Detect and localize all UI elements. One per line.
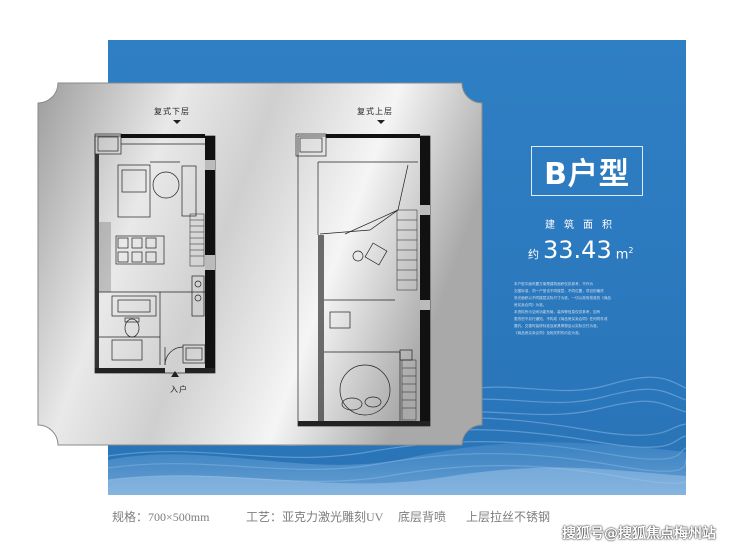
spec-footer: 规格：700×500mm 工艺：亚克力激光雕刻UV 底层背喷 上层拉丝不锈钢 — [0, 508, 740, 530]
spec-back: 底层背喷 — [398, 510, 447, 524]
spec-size: 规格：700×500mm — [112, 510, 210, 524]
area-unit-base: m — [615, 247, 629, 262]
description-line: 本户型平面布置方案是建筑面积仅供参考，不作为 — [514, 282, 594, 286]
area-unit: m2 — [616, 246, 634, 262]
description-line: 更改恕不另行通知，不构成《商品房买卖合同》任何附件或 — [514, 317, 608, 321]
entrance-label: 入户 — [170, 385, 188, 394]
description-text: 本户型平面布置方案是建筑面积仅供参考，不作为 交楼标准，同一户型也不同楼层，不同… — [514, 281, 654, 337]
description-line: 采光面积以不同楼层实际尺寸为准，一切以政府批准的《商品 — [514, 296, 612, 300]
area-prefix: 约 — [528, 248, 539, 261]
description-line: 《商品房买卖合同》及相关附件约定为准。 — [514, 331, 583, 335]
unit-type-name: B户型 — [544, 157, 630, 192]
area-label: 建筑面积 — [545, 220, 621, 231]
upper-floor-plan — [295, 120, 431, 427]
area-row: 约 33.43 m2 — [528, 236, 633, 264]
silver-plate — [37, 82, 483, 446]
unit-type-badge: B户型 — [531, 146, 643, 196]
watermark: 搜狐号@搜狐焦点梅州站 — [562, 526, 716, 542]
upper-floor-label: 复式上层 — [357, 107, 393, 116]
area-unit-power: 2 — [628, 245, 634, 255]
description-line: 本资料所示空间功能布局，装饰等信息仅供参考，如有 — [514, 310, 601, 314]
lower-floor-plan — [94, 120, 216, 377]
lower-floor-label: 复式下层 — [154, 107, 190, 116]
description-line: 房买卖合同》为准。 — [514, 303, 547, 307]
description-line: 要约。交楼时装修标准及家具等物品以实际交付为准。 — [514, 324, 601, 328]
spec-craft: 工艺：亚克力激光雕刻UV — [246, 510, 384, 524]
area-value: 33.43 — [543, 236, 612, 264]
description-line: 交楼标准，同一户型也不同楼层，不同位置，项目的最终 — [514, 289, 604, 293]
spec-top: 上层拉丝不锈钢 — [466, 510, 551, 524]
